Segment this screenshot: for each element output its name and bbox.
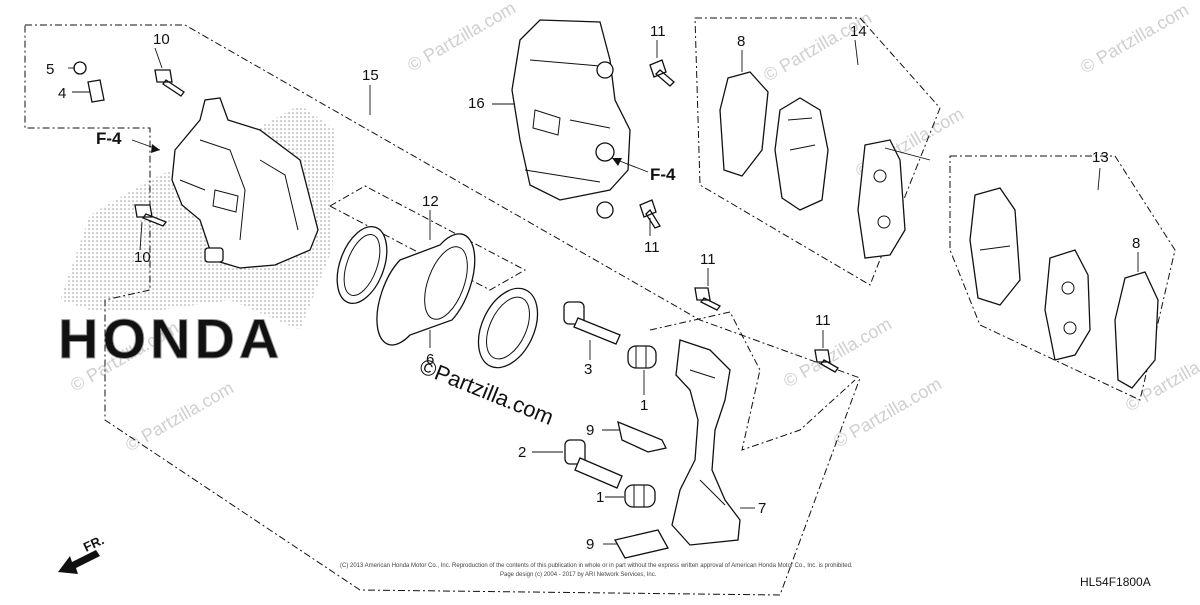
reference-f4-left: F-4: [96, 129, 122, 148]
pin-boot-1a: [627, 345, 657, 369]
copyright-line: Page design (c) 2004 - 2017 by ARI Netwo…: [500, 572, 657, 578]
part-label: 9: [586, 536, 594, 553]
bracket-group-outline: [649, 311, 856, 451]
arrow-icon: [612, 158, 622, 166]
part-label: 8: [1132, 235, 1140, 252]
part-label: 1: [596, 489, 604, 506]
part-label: 4: [58, 85, 66, 102]
part-label: 2: [518, 444, 526, 461]
pad-spring-lower: [614, 529, 669, 559]
brake-pad-a: [774, 97, 829, 211]
pin-boot-1b: [624, 484, 656, 508]
watermark-center: ©Partzilla.com: [416, 353, 557, 429]
leader-lines: [68, 39, 1139, 545]
caliper-bracket: [671, 339, 741, 546]
arrow-icon: [151, 144, 160, 153]
part-label: 10: [153, 31, 170, 48]
brake-pad-c: [969, 187, 1021, 306]
part-label: 8: [737, 33, 745, 50]
brake-pad-d: [1044, 249, 1091, 361]
part-label: 5: [46, 61, 54, 78]
caliper-body-upper: [511, 19, 631, 219]
pad-shim-8b: [1114, 271, 1159, 389]
front-direction-indicator: FR.: [58, 532, 106, 574]
part-label: 10: [134, 249, 151, 266]
pad-shim-8a: [719, 71, 769, 177]
copyright-line: (C) 2013 American Honda Motor Co., Inc. …: [340, 563, 853, 569]
part-label: 11: [650, 23, 666, 40]
honda-logo-watermark: HONDA: [58, 307, 283, 370]
front-arrow-icon: [58, 550, 100, 574]
watermark-text: © Partzilla.com: [760, 7, 875, 85]
part-label: 1: [640, 397, 648, 414]
reference-f4-right: F-4: [650, 165, 676, 184]
part-label: 7: [758, 500, 766, 517]
bolt-group: [73, 59, 839, 373]
part-label: 3: [584, 361, 592, 378]
watermark-text: © Partzilla.com: [1077, 0, 1192, 77]
part-label: 11: [644, 239, 660, 256]
part-label: 13: [1092, 149, 1109, 166]
part-label: 11: [815, 312, 831, 329]
pad-set-outline-14: [694, 17, 941, 286]
dust-seal: [477, 287, 539, 369]
pad-set-outline-13: [949, 155, 1176, 401]
piston-seal: [336, 226, 388, 304]
caliper-pin-3: [563, 301, 621, 345]
part-label: 6: [426, 351, 434, 368]
watermark-text: © Partzilla.com: [404, 0, 519, 75]
part-label: 9: [586, 422, 594, 439]
brake-pad-b: [857, 139, 906, 259]
pad-spring-upper: [617, 420, 667, 453]
part-labels: 10 5 4 10 15 16 11 11 8 14 13 8 12 6 3 1…: [46, 23, 1140, 553]
caliper-assembly-outline: [24, 24, 861, 596]
caliper-body-left: [171, 97, 319, 269]
watermark-text: © Partzilla.com: [780, 313, 895, 391]
part-label: 14: [850, 23, 867, 40]
diagram-code: HL54F1800A: [1080, 575, 1151, 589]
part-label: 16: [468, 95, 485, 112]
watermark-text: © Partzilla.com: [122, 377, 237, 455]
front-label: FR.: [81, 532, 106, 554]
part-label: 11: [700, 251, 716, 268]
part-label: 12: [422, 193, 439, 210]
caliper-pin-2: [564, 439, 623, 489]
part-label: 15: [362, 67, 379, 84]
